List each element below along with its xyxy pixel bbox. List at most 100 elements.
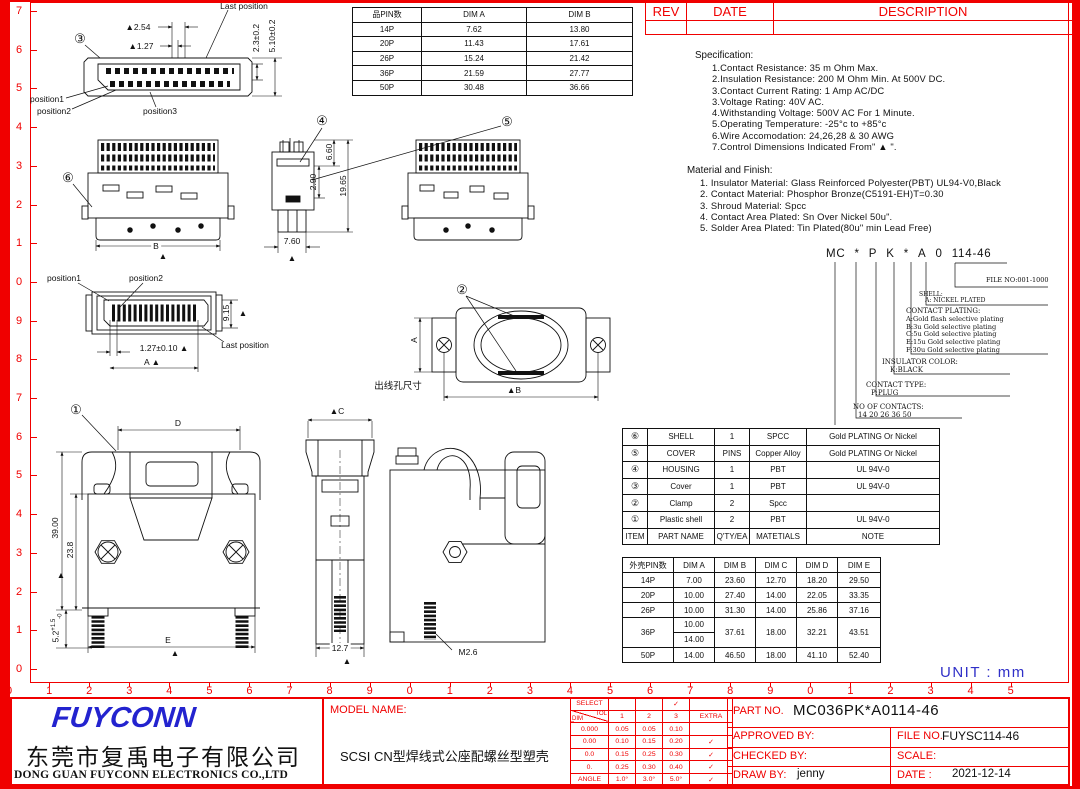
position3-label: position3 xyxy=(142,106,178,116)
position1-label: position1 xyxy=(46,273,82,283)
datum-triangle: ▲ xyxy=(170,648,180,658)
checked-by-label: CHECKED BY: xyxy=(733,750,807,762)
unit-label: UNIT : mm xyxy=(940,664,1026,681)
model-name-value: SCSI CN型焊线式公座配螺丝型塑壳 xyxy=(340,749,549,764)
frame-left-bar xyxy=(0,0,10,789)
draw-by-value: jenny xyxy=(797,768,825,780)
frame-right-bar xyxy=(1072,0,1080,789)
dim-2-54: ▲2.54 xyxy=(125,22,151,32)
dim-a-label: A xyxy=(409,337,419,343)
callout-1-badge: ① xyxy=(70,402,82,417)
title-block-divider xyxy=(322,697,324,786)
revision-table: REV DATE DESCRIPTION xyxy=(645,2,1073,35)
position2-label: position2 xyxy=(128,273,164,283)
dim-m2-6: M2.6 xyxy=(458,647,478,657)
ordering-contact-type-value: P:PLUG xyxy=(871,389,899,397)
ordering-shell-value: A: NICKEL PLATED xyxy=(925,297,986,304)
dim-d-label: D xyxy=(172,418,184,428)
file-no-label: FILE NO. xyxy=(897,730,943,742)
title-block-divider xyxy=(727,747,1070,749)
fuyconn-logo: FUYCONN xyxy=(50,702,198,734)
dim-1-27: ▲1.27 xyxy=(128,41,154,51)
specification-list: 1.Contact Resistance: 35 m Ohm Max.2.Ins… xyxy=(712,62,946,153)
part-no-label: PART NO. xyxy=(733,705,784,717)
title-block-divider xyxy=(890,727,892,786)
datum-triangle: ▲ xyxy=(56,570,66,580)
dim-b-label: ▲B xyxy=(504,385,524,395)
date-value: 2021-12-14 xyxy=(952,768,1011,780)
date-header: DATE xyxy=(686,2,774,21)
ordering-plating-title: CONTACT PLATING: xyxy=(906,307,981,315)
title-block xyxy=(10,697,1070,786)
callout-2-badge: ② xyxy=(456,282,468,297)
datum-triangle: ▲ xyxy=(238,308,248,318)
draw-by-label: DRAW BY: xyxy=(733,769,787,781)
datum-triangle: ▲ xyxy=(287,253,297,263)
dim-2-3: 2.3±0.2 xyxy=(251,23,261,53)
datum-triangle: ▲ xyxy=(158,251,168,261)
company-name-cn: 东莞市复禹电子有限公司 xyxy=(26,744,301,770)
scale-label: SCALE: xyxy=(897,750,937,762)
dim-19-65: 19.65 xyxy=(338,175,348,197)
approved-by-label: APPROVED BY: xyxy=(733,730,815,742)
last-position-label: Last position xyxy=(220,1,268,11)
last-position-label: Last position xyxy=(221,340,269,350)
frame-bottom-line xyxy=(0,786,1080,789)
ordering-contacts-value: 14 20 26 36 50 xyxy=(858,411,912,419)
dim-6-60: 6.60 xyxy=(324,143,334,161)
dim-5-10: 5.10±0.2 xyxy=(267,19,277,53)
ordering-insulator-title: INSULATOR COLOR: xyxy=(882,358,958,366)
drawing-frame xyxy=(30,2,1069,683)
date-label: DATE : xyxy=(897,769,932,781)
dim-39-00: 39.00 xyxy=(50,517,60,539)
dim-12-7: 12.7 xyxy=(329,643,351,653)
material-title: Material and Finish: xyxy=(687,165,773,176)
dim-7-60: 7.60 xyxy=(281,236,303,246)
title-block-divider xyxy=(727,727,1070,729)
ordering-shell-title: SHELL: xyxy=(919,291,943,298)
ordering-contact-type-title: CONTACT TYPE: xyxy=(866,381,927,389)
title-block-divider xyxy=(727,766,1070,768)
wire-exit-note: 出线孔尺寸 xyxy=(374,381,422,392)
callout-5-badge: ⑤ xyxy=(501,114,513,129)
dim-23-8: 23.8 xyxy=(65,541,75,559)
company-name-en: DONG GUAN FUYCONN ELECTRONICS CO.,LTD xyxy=(14,769,289,781)
dim-2-90: 2.90 xyxy=(308,173,318,191)
rev-header: REV xyxy=(645,2,687,21)
ordering-contacts-title: NO OF CONTACTS: xyxy=(853,403,924,411)
dim-5-2: 5.2+1.5-0 xyxy=(50,613,64,643)
dim-b-label: B xyxy=(151,241,161,251)
description-header: DESCRIPTION xyxy=(773,2,1073,21)
position1-label: position1 xyxy=(29,94,65,104)
callout-6-badge: ⑥ xyxy=(62,170,74,185)
model-name-label: MODEL NAME: xyxy=(330,704,407,716)
dim-9-15: 9.15 xyxy=(221,304,231,322)
dim-c-label: ▲C xyxy=(327,406,347,416)
dim-a-label: A ▲ xyxy=(142,357,162,367)
frame-top-line xyxy=(0,0,1080,2)
